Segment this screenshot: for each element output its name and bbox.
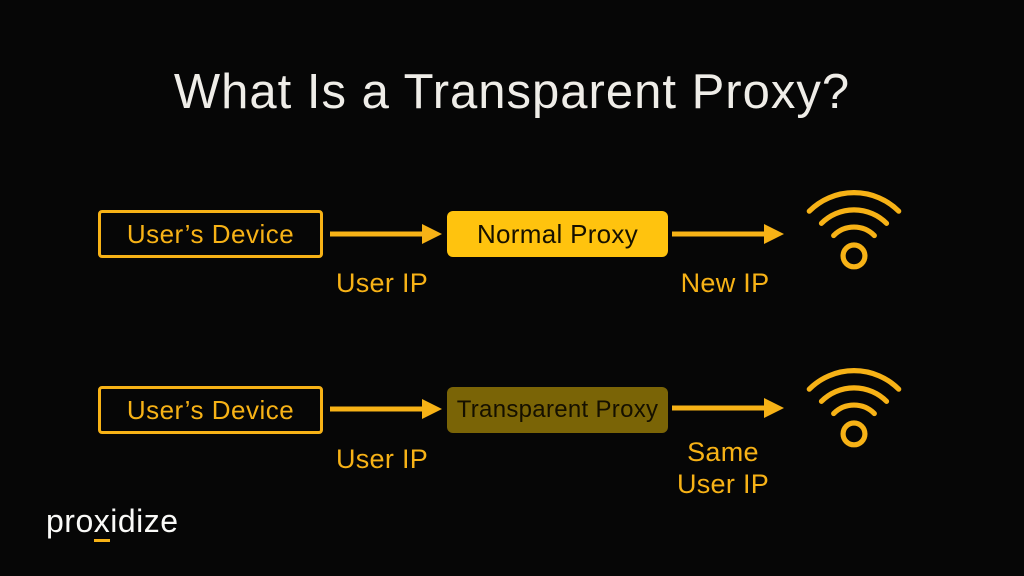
- user-ip-label-transparent: User IP: [335, 444, 429, 474]
- arrow-right-icon: [672, 224, 784, 244]
- proxidize-logo: proxidize: [46, 503, 179, 542]
- wifi-icon: [806, 190, 902, 270]
- same-user-ip-line1: Same: [687, 437, 759, 467]
- transparent-proxy-label: Transparent Proxy: [456, 396, 659, 423]
- users-device-label: User’s Device: [126, 218, 295, 249]
- same-user-ip-label: Same User IP: [661, 436, 785, 500]
- users-device-label: User’s Device: [126, 394, 295, 425]
- transparent-proxy-box: Transparent Proxy: [447, 387, 668, 433]
- arrow-right-icon: [672, 398, 784, 418]
- logo-text-post: idize: [110, 503, 179, 539]
- normal-proxy-box: Normal Proxy: [447, 211, 668, 257]
- user-ip-label-normal: User IP: [335, 268, 429, 298]
- same-user-ip-line2: User IP: [676, 469, 770, 499]
- logo-text-pre: pro: [46, 503, 94, 539]
- wifi-icon: [806, 368, 902, 448]
- new-ip-label: New IP: [680, 268, 770, 298]
- arrow-right-icon: [330, 224, 442, 244]
- logo-underlined-x: x: [93, 505, 111, 542]
- arrow-right-icon: [330, 399, 442, 419]
- users-device-box-transparent: User’s Device: [98, 386, 323, 434]
- normal-proxy-label: Normal Proxy: [476, 218, 639, 249]
- page-title: What Is a Transparent Proxy?: [173, 65, 851, 119]
- users-device-box-normal: User’s Device: [98, 210, 323, 258]
